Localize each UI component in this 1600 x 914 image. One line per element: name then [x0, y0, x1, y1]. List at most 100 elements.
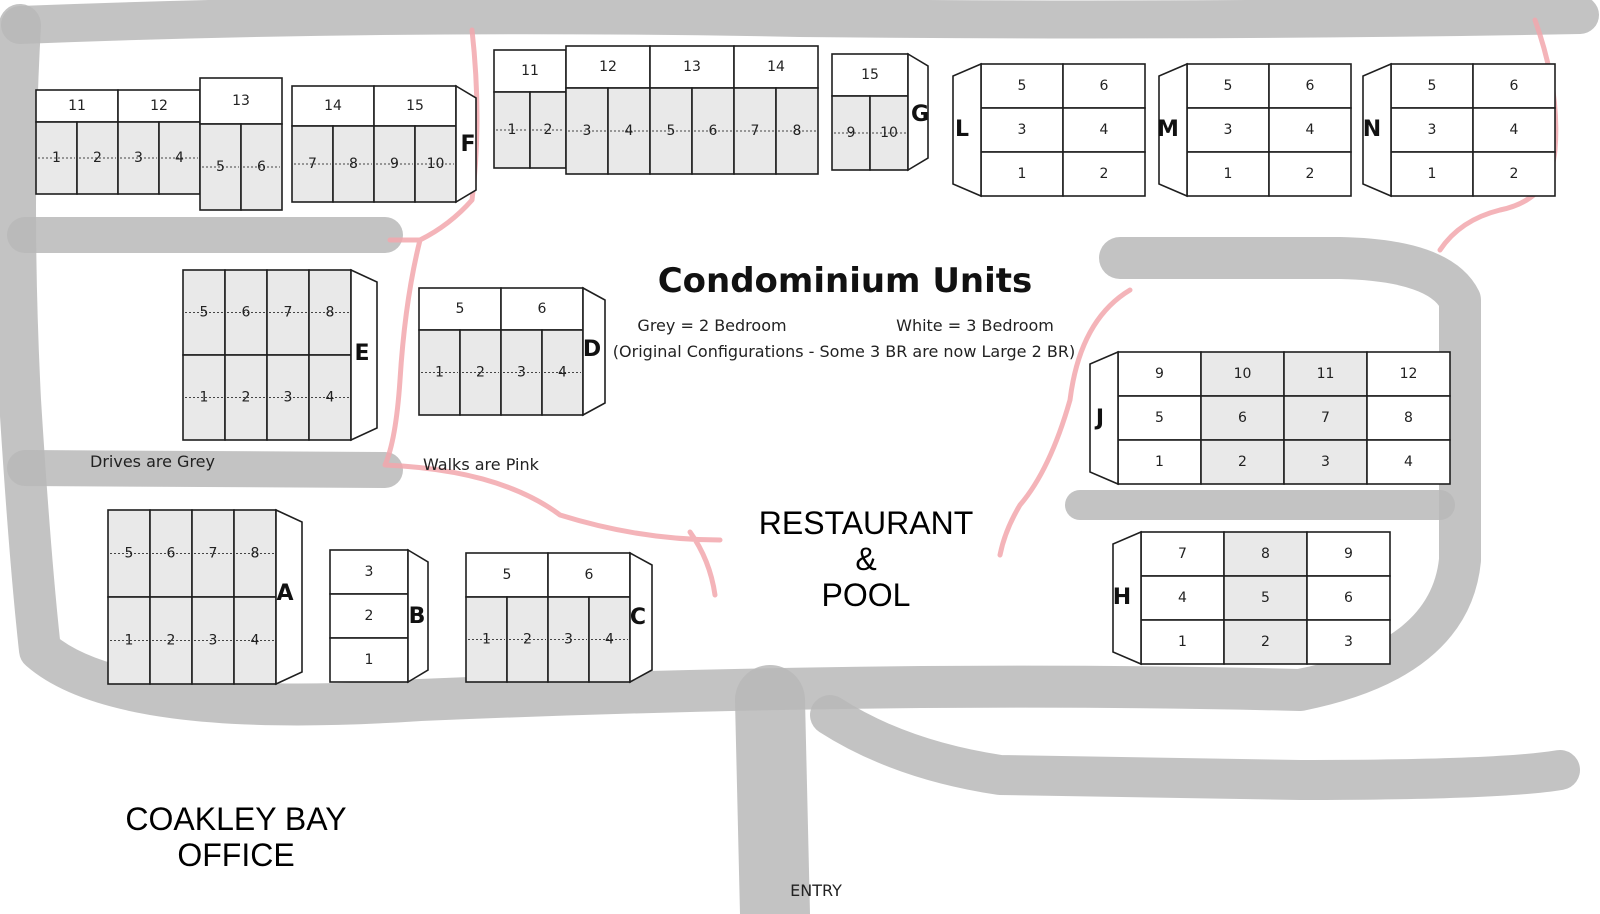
building-side	[455, 84, 477, 204]
unit-number: 2	[365, 608, 374, 624]
unit-number: 9	[1344, 546, 1353, 562]
unit-j8	[1366, 395, 1451, 441]
office-line-1: COAKLEY BAY	[125, 801, 346, 837]
unit-number: 3	[365, 564, 374, 580]
unit-m1	[1186, 151, 1270, 197]
unit-number: 6	[167, 546, 176, 562]
unit-h2	[1223, 619, 1308, 665]
drive-entry	[735, 665, 810, 914]
unit-number: 5	[503, 567, 512, 583]
unit-number: 3	[1224, 122, 1233, 138]
unit-c5	[465, 552, 549, 598]
unit-j9	[1117, 351, 1202, 397]
unit-number: 1	[482, 632, 491, 648]
building-side	[275, 508, 303, 686]
unit-number: 4	[251, 633, 260, 649]
building-label-c: C	[630, 605, 646, 630]
unit-number: 4	[1404, 454, 1413, 470]
unit-number: 3	[1344, 634, 1353, 650]
restaurant-line-3: POOL	[822, 577, 911, 613]
unit-n2	[1472, 151, 1556, 197]
building-side	[907, 52, 929, 172]
building-side	[582, 286, 606, 417]
unit-number: 2	[476, 365, 485, 381]
unit-h7	[1140, 531, 1225, 577]
building-side	[407, 548, 429, 684]
unit-number: 5	[667, 123, 676, 139]
unit-number: 1	[435, 365, 444, 381]
unit-number: 13	[683, 59, 701, 75]
unit-number: 12	[1400, 366, 1418, 382]
unit-number: 14	[767, 59, 785, 75]
unit-n3	[1390, 107, 1474, 153]
unit-number: 8	[326, 305, 335, 321]
unit-number: 5	[200, 305, 209, 321]
legend-note: (Original Configurations - Some 3 BR are…	[613, 342, 1075, 361]
unit-number: 5	[1261, 590, 1270, 606]
unit-number: 1	[1018, 166, 1027, 182]
unit-number: 10	[427, 156, 445, 172]
unit-number: 1	[365, 652, 374, 668]
restaurant-line-1: RESTAURANT	[759, 505, 974, 541]
unit-l2	[1062, 151, 1146, 197]
unit-j10	[1200, 351, 1285, 397]
unit-number: 2	[1238, 454, 1247, 470]
unit-number: 12	[599, 59, 617, 75]
unit-number: 2	[93, 150, 102, 166]
unit-number: 3	[1018, 122, 1027, 138]
unit-number: 5	[125, 546, 134, 562]
unit-number: 5	[1018, 78, 1027, 94]
unit-number: 6	[257, 159, 266, 175]
unit-l1	[980, 151, 1064, 197]
building-side	[629, 551, 653, 684]
unit-number: 10	[880, 125, 898, 141]
building-label-l: L	[955, 117, 969, 142]
unit-number: 1	[125, 633, 134, 649]
unit-number: 3	[517, 365, 526, 381]
map-title: Condominium Units	[658, 261, 1033, 301]
unit-number: 1	[1224, 166, 1233, 182]
unit-number: 7	[284, 305, 293, 321]
unit-number: 4	[175, 150, 184, 166]
building-label-m: M	[1157, 117, 1179, 142]
unit-number: 6	[1344, 590, 1353, 606]
unit-number: 2	[544, 122, 553, 138]
unit-number: 9	[1155, 366, 1164, 382]
unit-f14	[291, 85, 375, 127]
building-label-e: E	[354, 341, 369, 366]
unit-number: 3	[284, 390, 293, 406]
unit-number: 15	[406, 98, 424, 114]
building-label-n: N	[1363, 117, 1381, 142]
building-label-d: D	[583, 337, 601, 362]
unit-number: 8	[349, 156, 358, 172]
unit-number: 3	[583, 123, 592, 139]
unit-number: 4	[605, 632, 614, 648]
building-side	[1362, 62, 1392, 198]
unit-n4	[1472, 107, 1556, 153]
unit-number: 12	[150, 98, 168, 114]
unit-number: 9	[390, 156, 399, 172]
unit-h1	[1140, 619, 1225, 665]
unit-n6	[1472, 63, 1556, 109]
building-label-g: G	[911, 102, 929, 127]
unit-n5	[1390, 63, 1474, 109]
unit-m2	[1268, 151, 1352, 197]
unit-number: 1	[200, 390, 209, 406]
unit-number: 2	[1510, 166, 1519, 182]
unit-number: 6	[709, 123, 718, 139]
drive-a-spur	[7, 450, 403, 488]
unit-l6	[1062, 63, 1146, 109]
note-walks: Walks are Pink	[423, 455, 540, 474]
unit-number: 8	[1261, 546, 1270, 562]
unit-b1	[329, 637, 409, 683]
building-side	[952, 62, 982, 198]
